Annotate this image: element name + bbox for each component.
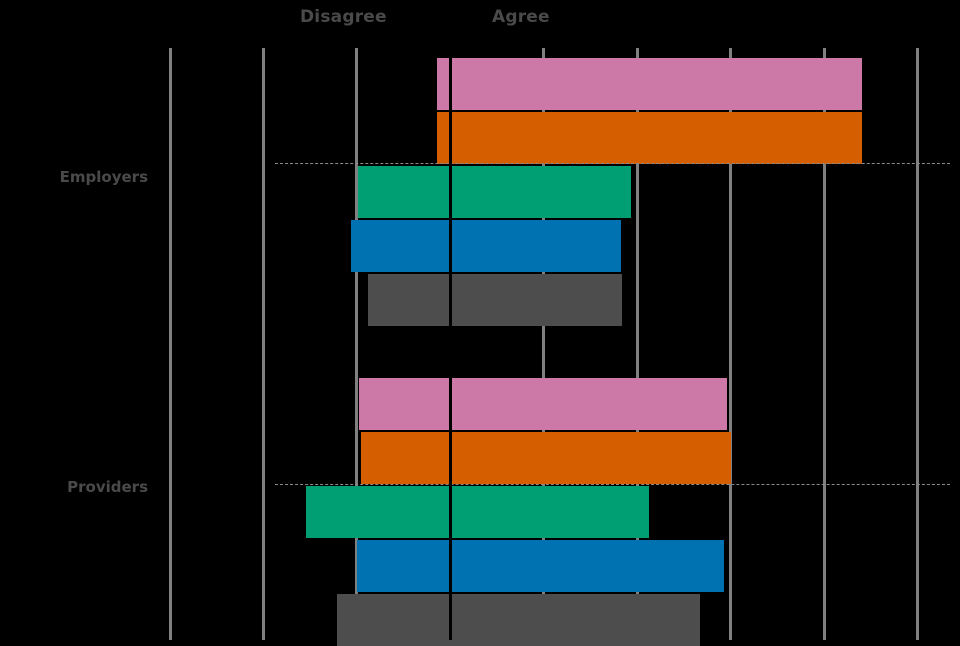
bar-employers-3 (358, 166, 631, 218)
bar-providers-1 (359, 378, 727, 430)
category-label-providers: Providers (67, 478, 148, 496)
group-divider-0 (275, 163, 950, 164)
direction-label-agree: Agree (492, 7, 550, 27)
plot-area (0, 48, 960, 646)
gridline-7 (823, 48, 826, 640)
bar-employers-5 (368, 274, 622, 326)
gridline-4 (542, 48, 545, 640)
direction-label-disagree: Disagree (300, 7, 387, 27)
gridline-8 (916, 48, 919, 640)
category-label-employers: Employers (59, 168, 148, 186)
gridline-2 (355, 48, 358, 640)
bar-employers-2 (437, 112, 862, 164)
gridline-0 (169, 48, 172, 640)
bar-employers-1 (437, 58, 862, 110)
bar-providers-3 (306, 486, 649, 538)
group-divider-1 (275, 484, 950, 485)
bar-employers-4 (351, 220, 621, 272)
zero-axis-line (449, 48, 452, 640)
gridline-5 (636, 48, 639, 640)
gridline-6 (729, 48, 732, 640)
gridline-1 (262, 48, 265, 640)
bar-providers-5 (337, 594, 700, 646)
bar-providers-4 (357, 540, 724, 592)
bar-providers-2 (361, 432, 731, 484)
